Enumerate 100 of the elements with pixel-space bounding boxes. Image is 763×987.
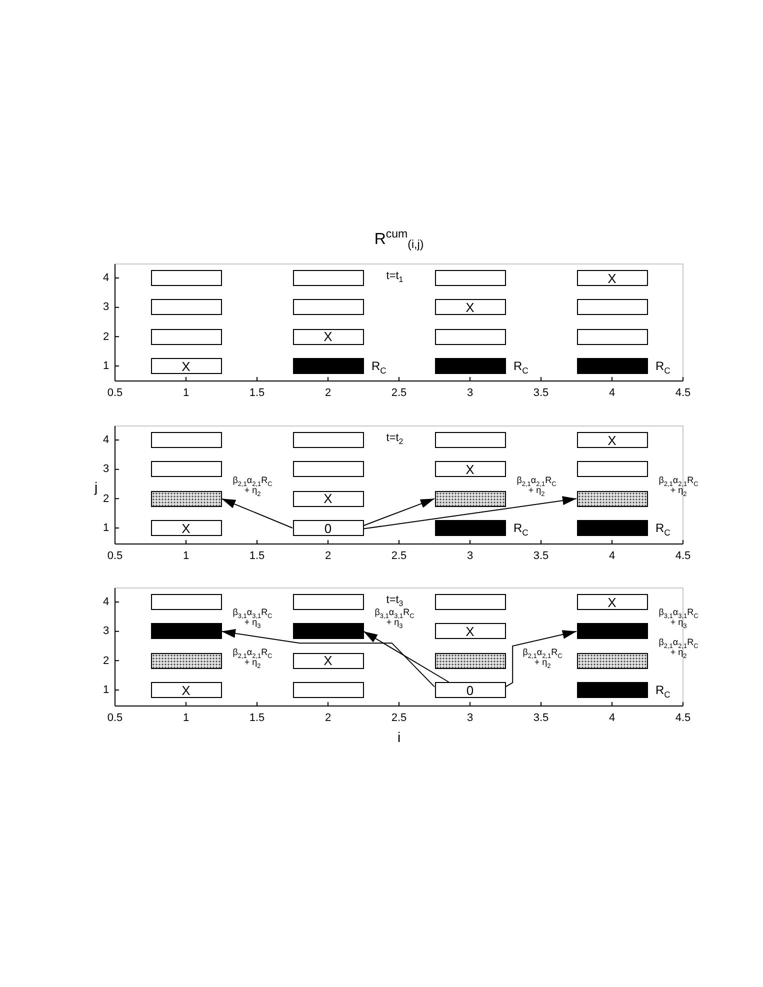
arrow [363, 496, 577, 530]
cell-box [434, 461, 506, 478]
tick-label: 3.5 [533, 550, 549, 562]
cell-box [292, 520, 364, 536]
arrow [363, 498, 435, 526]
tick-label: 1 [182, 387, 190, 399]
cell-box [576, 299, 648, 316]
cell-box [150, 270, 222, 286]
cell-box [150, 432, 222, 448]
cell-box [576, 594, 648, 610]
cell-box [150, 328, 222, 345]
cell-box [150, 520, 222, 536]
cell-box [434, 299, 506, 316]
filled-cell-box [292, 623, 364, 640]
time-label: t=t$_{2}$ [386, 432, 404, 444]
filled-cell-box [434, 358, 506, 374]
tick-label: 4.5 [675, 550, 691, 562]
tick-label: 2 [102, 330, 110, 343]
formula-label: β$_{3,1}$α$_{3,1}$R$_{C}$ + η$_{3}$ [374, 607, 416, 628]
dotted-cell-box [434, 490, 506, 507]
tick-label: 4 [102, 596, 110, 608]
cell-mark: 0 [324, 522, 332, 534]
cell-mark: X [324, 492, 332, 506]
cell-mark: X [466, 462, 474, 476]
cell-box [150, 594, 222, 610]
tick-label: 2 [102, 492, 110, 505]
formula-label: R$_{C}$ [656, 683, 670, 697]
time-label: t=t$_{3}$ [386, 594, 404, 606]
cell-box [292, 299, 364, 316]
tick-label: 2 [324, 387, 332, 399]
tick-label: 4 [608, 712, 616, 724]
tick-label: 1 [182, 712, 190, 724]
tick-label: 1 [102, 522, 110, 534]
cell-mark: X [182, 360, 190, 372]
tick-label: 1.5 [249, 550, 265, 562]
filled-cell-box [434, 520, 506, 536]
cell-box [292, 270, 364, 286]
tick-label: 2.5 [391, 712, 407, 724]
tick-label: 2.5 [391, 550, 407, 562]
formula-label: β$_{3,1}$α$_{3,1}$R$_{C}$ + η$_{3}$ [658, 607, 700, 628]
tick-label: 0.5 [107, 550, 123, 562]
formula-label: β$_{2,1}$α$_{2,1}$R$_{C}$ + η$_{2}$ [232, 646, 274, 667]
cell-box [150, 461, 222, 478]
cell-mark: X [608, 596, 616, 608]
tick-label: 0.5 [107, 712, 123, 724]
cell-box [434, 432, 506, 448]
tick-label: 1 [102, 360, 110, 372]
tick-label: 3.5 [533, 387, 549, 399]
cell-mark: X [608, 272, 616, 284]
arrow [505, 630, 577, 688]
cell-box [576, 461, 648, 478]
cell-mark: X [182, 684, 190, 696]
cell-box [434, 270, 506, 286]
cell-box [434, 623, 506, 640]
formula-label: β$_{2,1}$α$_{2,1}$R$_{C}$ + η$_{2}$ [522, 646, 564, 667]
cell-box [150, 358, 222, 374]
tick-label: 2.5 [391, 387, 407, 399]
cell-box [576, 328, 648, 345]
cell-box [292, 652, 364, 669]
tick-label: 4 [102, 434, 110, 446]
formula-label: R$_{C}$ [656, 521, 670, 535]
formula-label: R$_{C}$ [656, 359, 670, 373]
cell-mark: X [182, 522, 190, 534]
cell-mark: X [324, 330, 332, 344]
tick-label: 1 [182, 550, 190, 562]
dotted-cell-box [150, 652, 222, 669]
cell-box [150, 299, 222, 316]
tick-label: 2 [324, 712, 332, 724]
cell-box [576, 432, 648, 448]
cell-mark: X [608, 434, 616, 446]
cell-box [292, 682, 364, 698]
tick-label: 3 [102, 625, 110, 638]
time-label: t=t$_{1}$ [386, 270, 404, 282]
tick-label: 4.5 [675, 387, 691, 399]
axis-label: j [94, 481, 98, 493]
formula-label: β$_{2,1}$α$_{2,1}$R$_{C}$ + η$_{2}$ [516, 474, 558, 495]
arrow [363, 630, 450, 682]
cell-mark: 0 [466, 684, 474, 696]
formula-label: β$_{2,1}$α$_{2,1}$R$_{C}$ + η$_{2}$ [658, 636, 700, 657]
tick-label: 4 [102, 272, 110, 284]
cell-box [150, 682, 222, 698]
tick-label: 3 [466, 712, 474, 724]
filled-cell-box [576, 358, 648, 374]
filled-cell-box [292, 358, 364, 374]
tick-label: 1.5 [249, 387, 265, 399]
tick-label: 3 [466, 550, 474, 562]
formula-label: β$_{3,1}$α$_{3,1}$R$_{C}$ + η$_{3}$ [232, 607, 274, 628]
tick-label: 0.5 [107, 387, 123, 399]
cell-box [292, 490, 364, 507]
tick-label: 1.5 [249, 712, 265, 724]
tick-label: 3.5 [533, 712, 549, 724]
cell-box [292, 461, 364, 478]
formula-label: β$_{2,1}$α$_{2,1}$R$_{C}$ + η$_{2}$ [658, 474, 700, 495]
tick-label: 4 [608, 387, 616, 399]
filled-cell-box [576, 520, 648, 536]
cell-box [434, 682, 506, 698]
tick-label: 2 [102, 654, 110, 667]
arrow [221, 628, 435, 688]
filled-cell-box [576, 682, 648, 698]
dotted-cell-box [150, 490, 222, 507]
